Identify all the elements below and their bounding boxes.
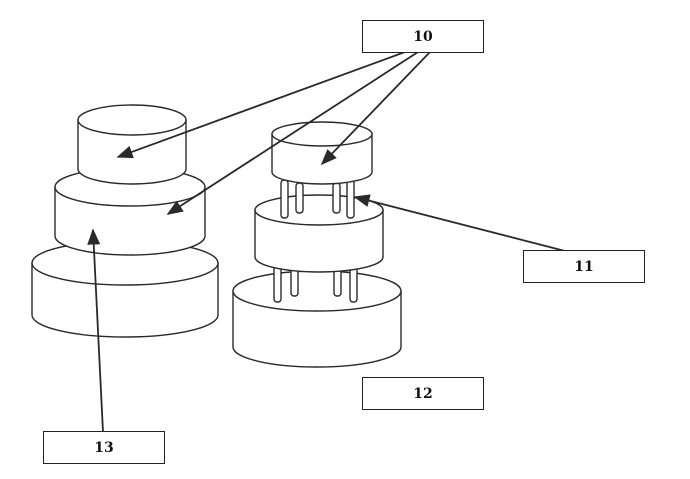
right-bottom-tier bbox=[232, 270, 402, 368]
arrow-10-to-right-top-tier bbox=[320, 51, 431, 166]
pointer-arrows bbox=[87, 51, 566, 433]
label-text-12: 12 bbox=[413, 385, 433, 402]
arrow-10-to-left-middle-tier bbox=[166, 51, 419, 215]
label-text-11: 11 bbox=[574, 258, 594, 275]
label-box-10[interactable]: 10 bbox=[362, 20, 484, 53]
label-box-11[interactable]: 11 bbox=[523, 250, 645, 283]
left-top-tier bbox=[77, 104, 187, 185]
label-text-10: 10 bbox=[413, 28, 433, 45]
arrow-11-to-pillars bbox=[353, 194, 566, 252]
right-top-tier bbox=[271, 121, 373, 185]
label-box-12[interactable]: 12 bbox=[362, 377, 484, 410]
label-box-13[interactable]: 13 bbox=[43, 431, 165, 464]
arrow-13-to-left-cake bbox=[87, 228, 104, 433]
right-pillar-cake bbox=[232, 121, 402, 368]
arrow-10-to-left-top-tier bbox=[116, 51, 406, 159]
label-text-13: 13 bbox=[94, 439, 114, 456]
right-middle-tier bbox=[254, 194, 384, 273]
left-stacked-cake bbox=[31, 104, 219, 338]
